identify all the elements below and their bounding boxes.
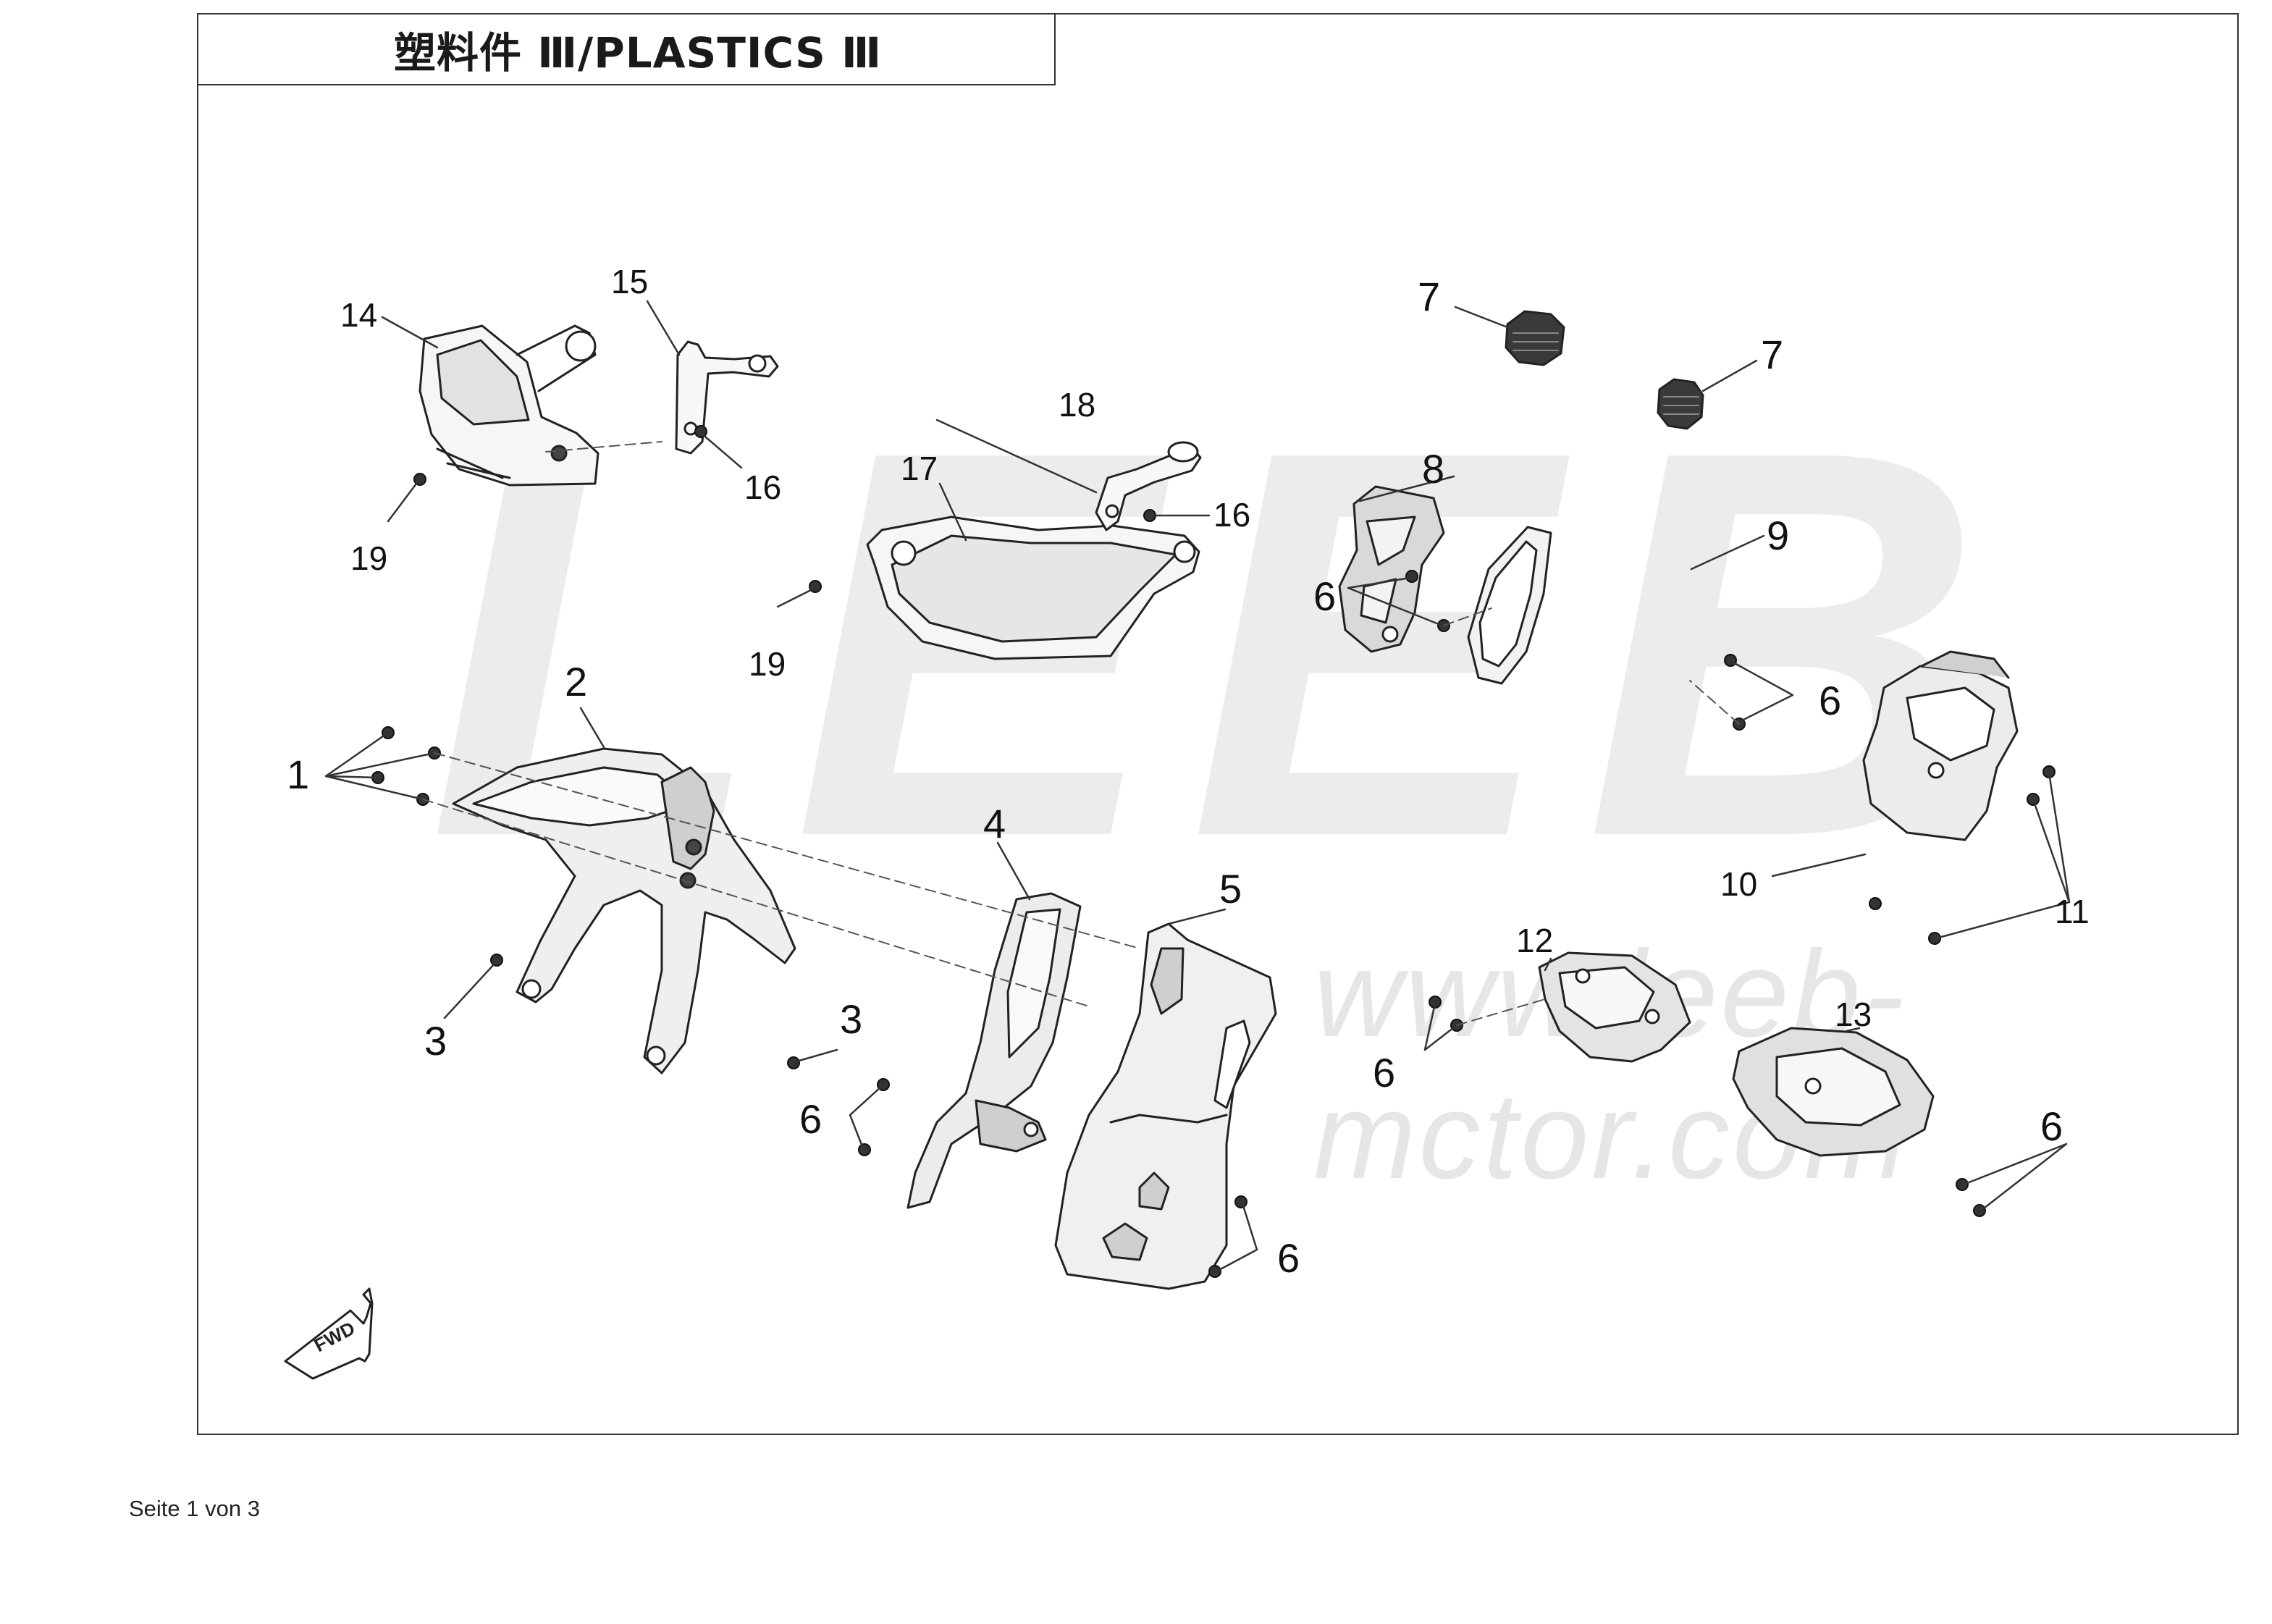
callout-3a: 3 [424, 1018, 447, 1064]
part-9-frame-plate [1467, 526, 1552, 685]
callout-16b: 16 [1213, 496, 1251, 534]
leader-lines [324, 300, 2071, 1273]
part-17-handguard-right [866, 516, 1200, 660]
alignment-lines [422, 441, 1740, 1026]
callout-3b: 3 [840, 996, 863, 1042]
fwd-arrow-icon: FWD [284, 1287, 374, 1380]
part-10-fairing-bracket [1862, 650, 2019, 841]
part-7-grommet-a [1505, 310, 1565, 366]
callout-6d: 6 [1819, 678, 1842, 723]
callout-12: 12 [1516, 922, 1554, 959]
callout-17: 17 [901, 450, 938, 487]
callout-9: 9 [1767, 513, 1790, 558]
callout-15: 15 [611, 263, 649, 300]
callout-6e: 6 [1373, 1050, 1396, 1095]
callout-5: 5 [1219, 866, 1242, 912]
callout-16a: 16 [744, 468, 782, 506]
callout-10: 10 [1720, 865, 1758, 903]
part-8-bracket [1338, 485, 1445, 653]
callout-6a: 6 [799, 1096, 822, 1142]
callout-19b: 19 [749, 645, 786, 683]
callout-13: 13 [1835, 996, 1872, 1033]
part-12-cover [1538, 951, 1691, 1063]
part-15-bracket [675, 340, 779, 455]
callout-18: 18 [1059, 386, 1096, 424]
part-2-front-fender [452, 747, 796, 1074]
callout-7b: 7 [1761, 332, 1784, 377]
callout-11: 11 [2055, 893, 2090, 930]
callout-2: 2 [565, 659, 588, 704]
part-18-bracket [1095, 441, 1202, 531]
part-14-handguard-left [418, 324, 599, 487]
part-13-cover [1732, 1027, 1935, 1157]
callout-8: 8 [1422, 446, 1445, 492]
callout-6c: 6 [1313, 573, 1337, 619]
callout-4: 4 [983, 801, 1006, 846]
callout-7a: 7 [1418, 274, 1441, 319]
diagram-title: 塑料件 Ⅲ/PLASTICS Ⅲ [198, 14, 1056, 85]
page-footer: Seite 1 von 3 [129, 1496, 260, 1521]
part-7-grommet-b [1657, 378, 1704, 430]
part-5-fork-guard [1054, 922, 1277, 1290]
exploded-parts-drawing: FWD [284, 300, 2071, 1380]
callout-6f: 6 [2040, 1103, 2063, 1149]
diagram-frame: 塑料件 Ⅲ/PLASTICS Ⅲ LEEB www.leeb-mctor.com [197, 13, 2239, 1435]
callout-1: 1 [287, 752, 310, 797]
callout-14: 14 [340, 296, 378, 334]
callout-6b: 6 [1277, 1235, 1300, 1281]
callout-19a: 19 [350, 539, 388, 577]
part-4-fork-guard [906, 892, 1082, 1209]
